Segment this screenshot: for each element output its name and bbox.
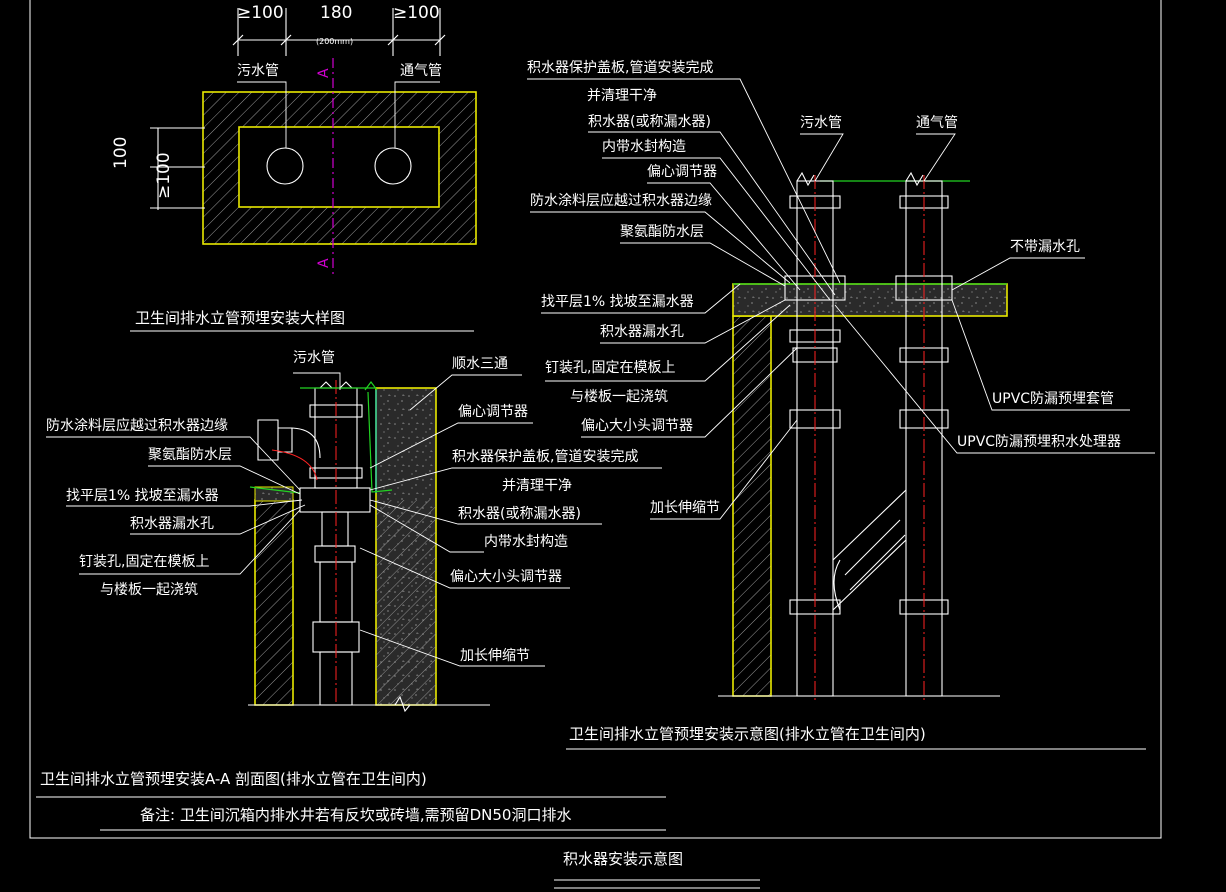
install-schematic: 积水器保护盖板,管道安装完成 并清理干净 积水器(或称漏水器) 内带水封构造 偏… — [527, 60, 1155, 750]
sec-label-eccentric: 偏心调节器 — [458, 404, 528, 420]
ins-label-reducer: 偏心大小头调节器 — [581, 418, 693, 434]
sec-title: 卫生间排水立管预埋安装A-A 剖面图(排水立管在卫生间内) — [40, 770, 427, 788]
sheet-title: 积水器安装示意图 — [563, 850, 683, 868]
ins-label-nail-1: 钉装孔,固定在模板上 — [545, 360, 675, 376]
sec-label-tee: 顺水三通 — [452, 356, 508, 372]
sec-label-drainhole: 积水器漏水孔 — [130, 516, 214, 532]
ins-label-cover-1: 积水器保护盖板,管道安装完成 — [527, 60, 713, 76]
sheet-frame — [29, 0, 1162, 839]
sec-label-reducer: 偏心大小头调节器 — [450, 569, 562, 585]
plan-dim-right: ≥100 — [393, 3, 440, 23]
sec-label-expansion: 加长伸缩节 — [460, 648, 530, 664]
sec-label-nail-1: 钉装孔,固定在模板上 — [79, 554, 209, 570]
ins-label-seal: 内带水封构造 — [602, 139, 686, 155]
ins-label-processor: UPVC防漏预埋积水处理器 — [957, 434, 1121, 450]
ins-label-leveling: 找平层1% 找坡至漏水器 — [541, 294, 694, 310]
sec-label-sewage: 污水管 — [293, 350, 335, 366]
plan-sewage-pipe — [266, 147, 304, 185]
sec-label-collector: 积水器(或称漏水器) — [458, 506, 581, 522]
plan-dim-side-2: 100 — [111, 137, 131, 169]
ins-label-drainhole: 积水器漏水孔 — [600, 324, 684, 340]
sec-label-seal: 内带水封构造 — [484, 534, 568, 550]
plan-label-vent: 通气管 — [400, 63, 442, 79]
ins-label-waterproof-edge: 防水涂料层应越过积水器边缘 — [530, 192, 712, 209]
ins-label-expansion: 加长伸缩节 — [650, 500, 720, 516]
ins-label-nail-2: 与楼板一起浇筑 — [570, 389, 668, 405]
sec-label-leveling: 找平层1% 找坡至漏水器 — [66, 488, 219, 504]
ins-label-pu: 聚氨酯防水层 — [620, 224, 704, 240]
plan-vent-pipe — [374, 147, 412, 185]
ins-label-eccentric: 偏心调节器 — [647, 164, 717, 180]
plan-dim-mid: 180 — [320, 3, 352, 23]
plan-title: 卫生间排水立管预埋安装大样图 — [135, 309, 345, 327]
plan-dim-left: ≥100 — [237, 3, 284, 23]
sec-label-waterproof-edge: 防水涂料层应越过积水器边缘 — [46, 417, 228, 434]
ins-label-sleeve: UPVC防漏预埋套管 — [992, 391, 1114, 407]
plan-label-sewage: 污水管 — [237, 63, 279, 79]
plan-dim-note: (200mm) — [316, 37, 353, 46]
ins-title: 卫生间排水立管预埋安装示意图(排水立管在卫生间内) — [569, 725, 926, 743]
plan-dim-side-1: ≥100 — [154, 152, 174, 199]
sec-label-pu: 聚氨酯防水层 — [148, 447, 232, 463]
sec-label-nail-2: 与楼板一起浇筑 — [100, 582, 198, 598]
sec-note: 备注: 卫生间沉箱内排水井若有反坎或砖墙,需预留DN50洞口排水 — [140, 806, 571, 824]
plan-section-mark-bottom: A — [316, 258, 332, 268]
ins-label-collector: 积水器(或称漏水器) — [588, 114, 711, 130]
ins-label-sewage: 污水管 — [800, 115, 842, 131]
ins-label-cover-2: 并清理干净 — [587, 88, 657, 104]
plan-section-mark-top: A — [316, 68, 332, 78]
sec-label-cover-2: 并清理干净 — [502, 478, 572, 494]
ins-label-vent: 通气管 — [916, 115, 958, 131]
section-aa: 污水管 顺水三通 偏心调节器 防水涂料层应越过积水器边缘 聚氨酯防水层 找平层1… — [36, 350, 666, 831]
sec-label-cover-1: 积水器保护盖板,管道安装完成 — [452, 449, 638, 465]
plan-detail: ≥100 180 ≥100 (200mm) A A 污水管 通气管 ≥100 1… — [111, 3, 477, 332]
ins-label-no-hole: 不带漏水孔 — [1010, 239, 1080, 255]
